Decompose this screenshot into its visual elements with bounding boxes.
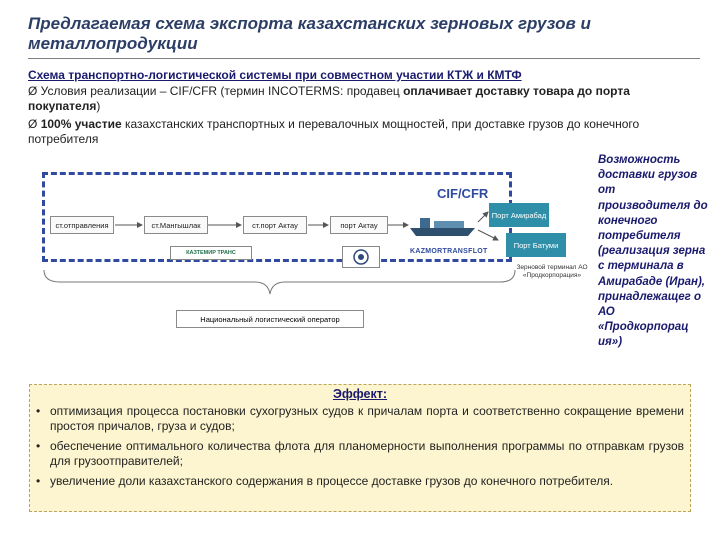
bullet-icon: •	[36, 439, 41, 453]
delivery-possibility-note: Возможность доставки грузов от производи…	[598, 154, 708, 349]
scheme-subheading: Схема транспортно-логистической системы …	[28, 68, 522, 82]
effect-title: Эффект:	[332, 387, 388, 401]
port-batumi: Порт Батуми	[506, 233, 566, 257]
effect-item: • обеспечение оптимального количества фл…	[36, 439, 684, 469]
kaztemirtrans-logo: КАЗТЕМИР ТРАНС	[170, 246, 252, 260]
aktau-port-logo	[342, 246, 380, 268]
bullet-icon: •	[36, 474, 41, 488]
national-logistics-operator: Национальный логистический оператор	[176, 310, 364, 328]
node-aktau-station: ст.порт Актау	[243, 216, 307, 234]
condition-item-1: Ø Условия реализации – CIF/CFR (термин I…	[28, 84, 630, 113]
node-mangyshlak-station: ст.Мангышлак	[144, 216, 208, 234]
kazmortransflot-logo: KAZMORTRANSFLOT	[410, 248, 488, 255]
effect-item: • оптимизация процесса постановки сухогр…	[36, 404, 684, 434]
condition-item-2: Ø 100% участие казахстанских транспортны…	[28, 117, 640, 146]
arrow-ship-to-batumi	[477, 229, 499, 241]
arrow-bullet-icon: Ø	[28, 84, 38, 98]
port-emblem-icon	[353, 249, 369, 265]
grain-terminal-note: Зерновой терминал АО «Продкорпорация»	[516, 264, 588, 279]
page-title: Предлагаемая схема экспорта казахстански…	[28, 14, 591, 53]
effect-item: • увеличение доли казахстанского содержа…	[36, 474, 614, 488]
arrow-ship-to-amirabad	[477, 211, 489, 223]
node-aktau-port: порт Актау	[330, 216, 388, 234]
cif-cfr-label: CIF/CFR	[437, 186, 489, 201]
node-departure-station: ст.отправления	[50, 216, 114, 234]
effect-panel	[29, 384, 691, 512]
arrow-bullet-icon: Ø	[28, 117, 38, 131]
bullet-icon: •	[36, 404, 41, 418]
title-divider	[28, 58, 700, 59]
port-amirabad: Порт Амирабад	[489, 203, 549, 227]
ship-icon	[410, 228, 475, 236]
scope-brace	[43, 269, 516, 295]
